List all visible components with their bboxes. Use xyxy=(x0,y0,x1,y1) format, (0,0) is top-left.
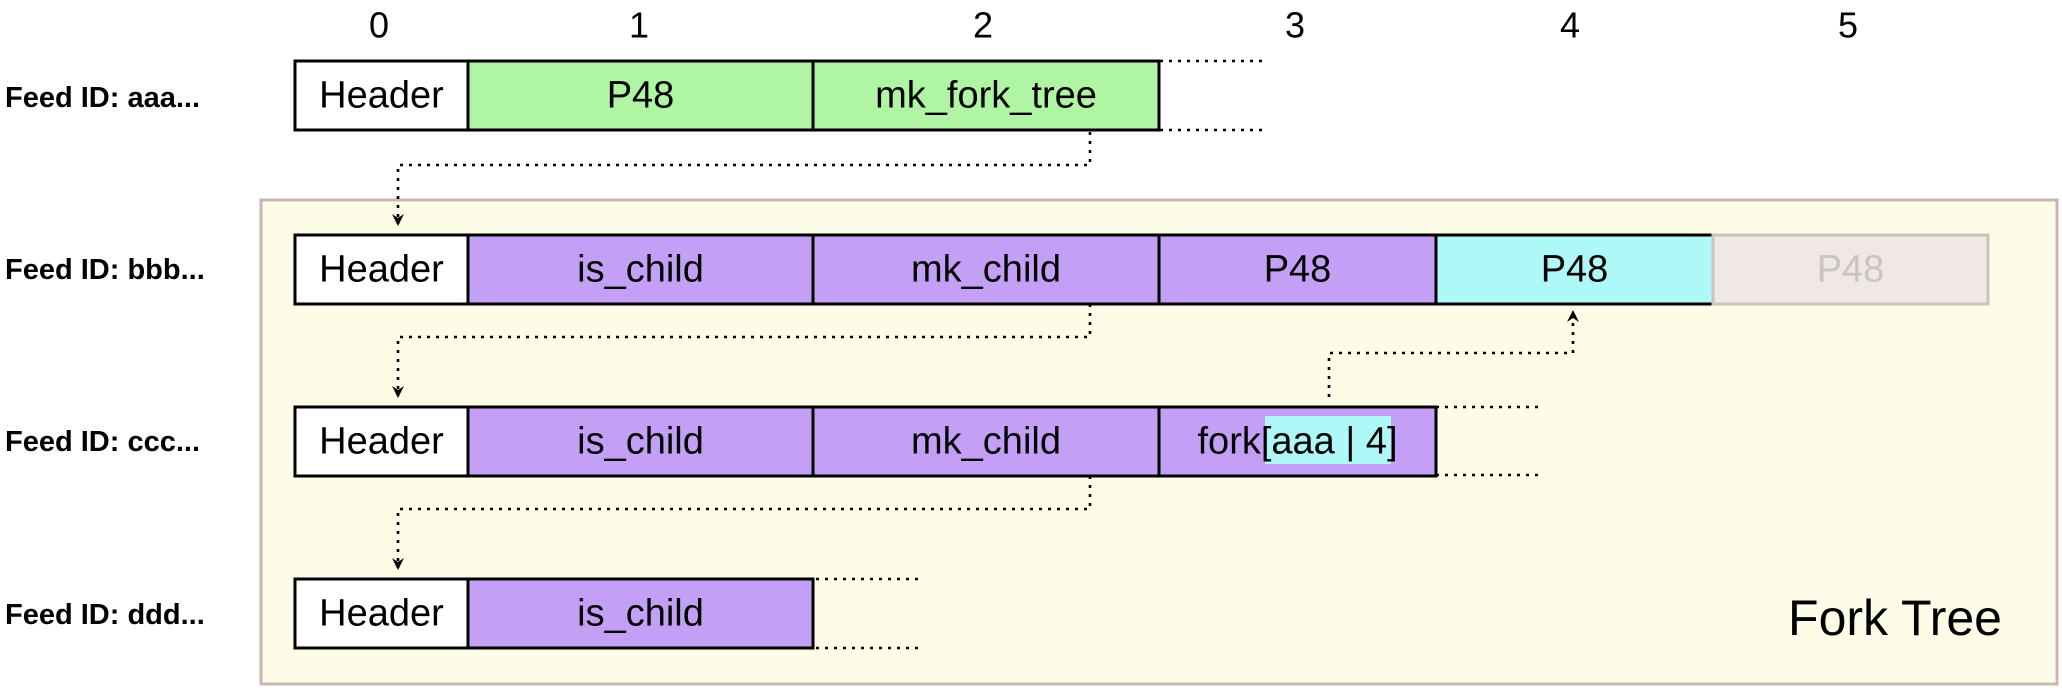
feed-label-aaa: Feed ID: aaa... xyxy=(5,82,200,114)
feed-cell-label: P48 xyxy=(1264,249,1332,291)
feed-cell-label: Header xyxy=(319,249,444,291)
fork-tree-region-label: Fork Tree xyxy=(1788,590,2002,646)
feed-cell-label: P48 xyxy=(1541,249,1609,291)
feed-cell-label: Header xyxy=(319,593,444,635)
feed-cell-label: Header xyxy=(319,421,444,463)
fork-cell-label: fork[aaa | 4] xyxy=(1198,421,1398,463)
feed-label-ddd: Feed ID: ddd... xyxy=(5,599,205,631)
column-indices: 0 1 2 3 4 5 xyxy=(369,5,1858,46)
feed-cell-label: P48 xyxy=(1817,249,1885,291)
feed-label-bbb: Feed ID: bbb... xyxy=(5,254,205,286)
feed-cell-box xyxy=(811,59,1161,132)
feed-cell-label: is_child xyxy=(577,421,704,463)
feed-cell-box xyxy=(811,405,1161,478)
feed-cell-label: P48 xyxy=(607,75,675,117)
column-index: 2 xyxy=(973,5,993,46)
feed-cell-box xyxy=(811,233,1161,306)
fork-target-highlight xyxy=(1265,416,1391,464)
feed-row: Header is_child mk_child P48 P48 P48 xyxy=(293,233,1990,306)
feed-cell-label: mk_child xyxy=(911,249,1061,291)
feed-row: Header is_child xyxy=(293,577,815,650)
column-index: 1 xyxy=(629,5,649,46)
feed-cell-box xyxy=(466,59,815,132)
feed-cell-box xyxy=(1157,233,1438,306)
feed-row: Header is_child mk_child fork[aaa | 4] xyxy=(293,405,1438,478)
feed-cell-box xyxy=(466,405,815,478)
arrow-aaa-to-bbb xyxy=(392,132,1092,226)
feed-cell-box xyxy=(466,233,815,306)
feed-cell-label: mk_fork_tree xyxy=(875,75,1097,117)
feed-cell-box xyxy=(293,59,470,132)
feed-cell-box xyxy=(293,233,470,306)
feed-cell-box xyxy=(293,405,470,478)
arrow-fork-to-bbb-p48 xyxy=(1327,310,1579,397)
feed-cell-label: is_child xyxy=(577,249,704,291)
feed-cell-label: mk_child xyxy=(911,421,1061,463)
column-index: 4 xyxy=(1560,5,1580,46)
feed-cell-box xyxy=(466,577,815,650)
column-index: 0 xyxy=(369,5,389,46)
feed-cell-label: Header xyxy=(319,75,444,117)
arrow-bbb-to-ccc xyxy=(392,304,1092,398)
feed-label-ccc: Feed ID: ccc... xyxy=(5,426,200,458)
connector-arrows xyxy=(392,132,1579,570)
feed-cell-box xyxy=(1711,233,1990,306)
column-index: 5 xyxy=(1838,5,1858,46)
feed-cell-box xyxy=(1434,233,1715,306)
feed-row: Header P48 mk_fork_tree xyxy=(293,59,1161,132)
arrow-ccc-to-ddd xyxy=(392,476,1092,570)
feed-cell-label: is_child xyxy=(577,593,704,635)
column-index: 3 xyxy=(1285,5,1305,46)
